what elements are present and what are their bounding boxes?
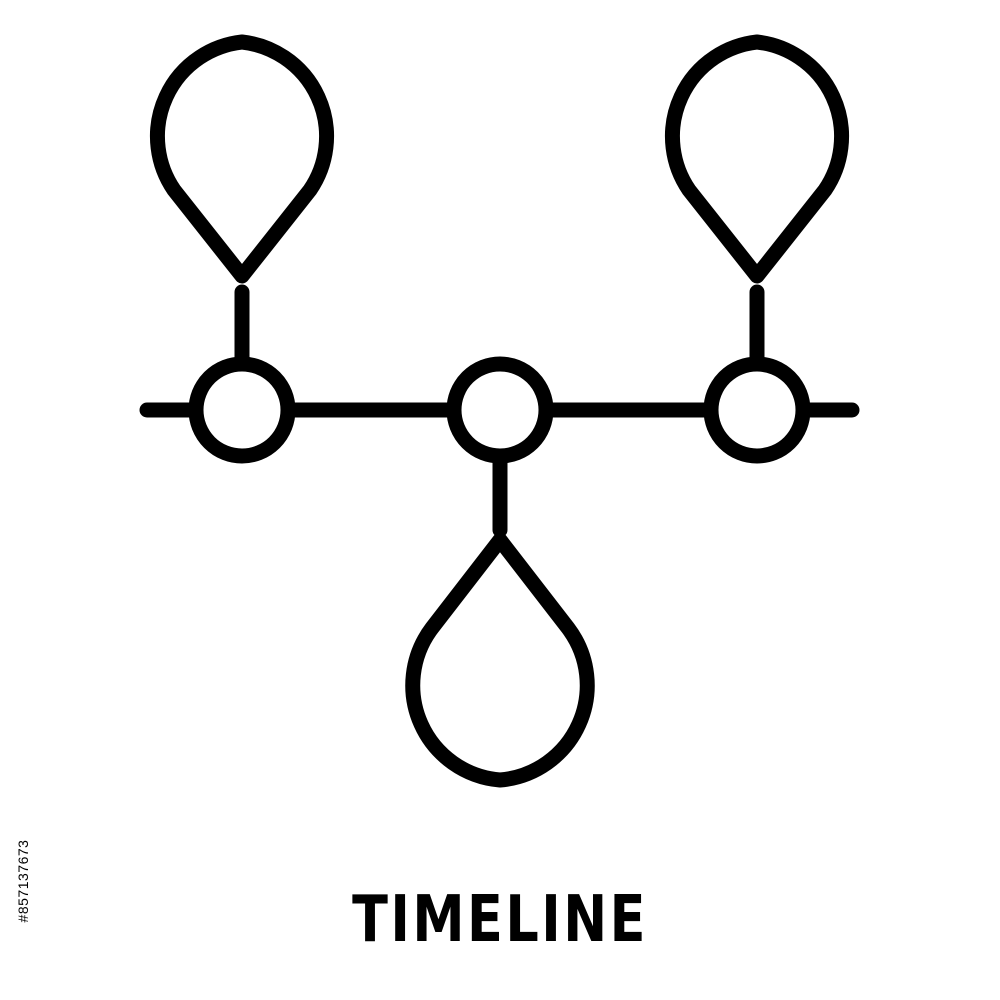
icon-caption: TIMELINE [352, 883, 648, 957]
stock-id-text: #857137673 [15, 839, 31, 923]
stock-id-label: #857137673 [8, 770, 38, 992]
timeline-node-center [446, 356, 554, 464]
bottom-center-pin-marker [405, 532, 595, 788]
top-left-pin-marker [149, 34, 335, 284]
timeline-node-left [188, 356, 296, 464]
top-right-pin-marker [664, 34, 850, 284]
timeline-node-right [703, 356, 811, 464]
